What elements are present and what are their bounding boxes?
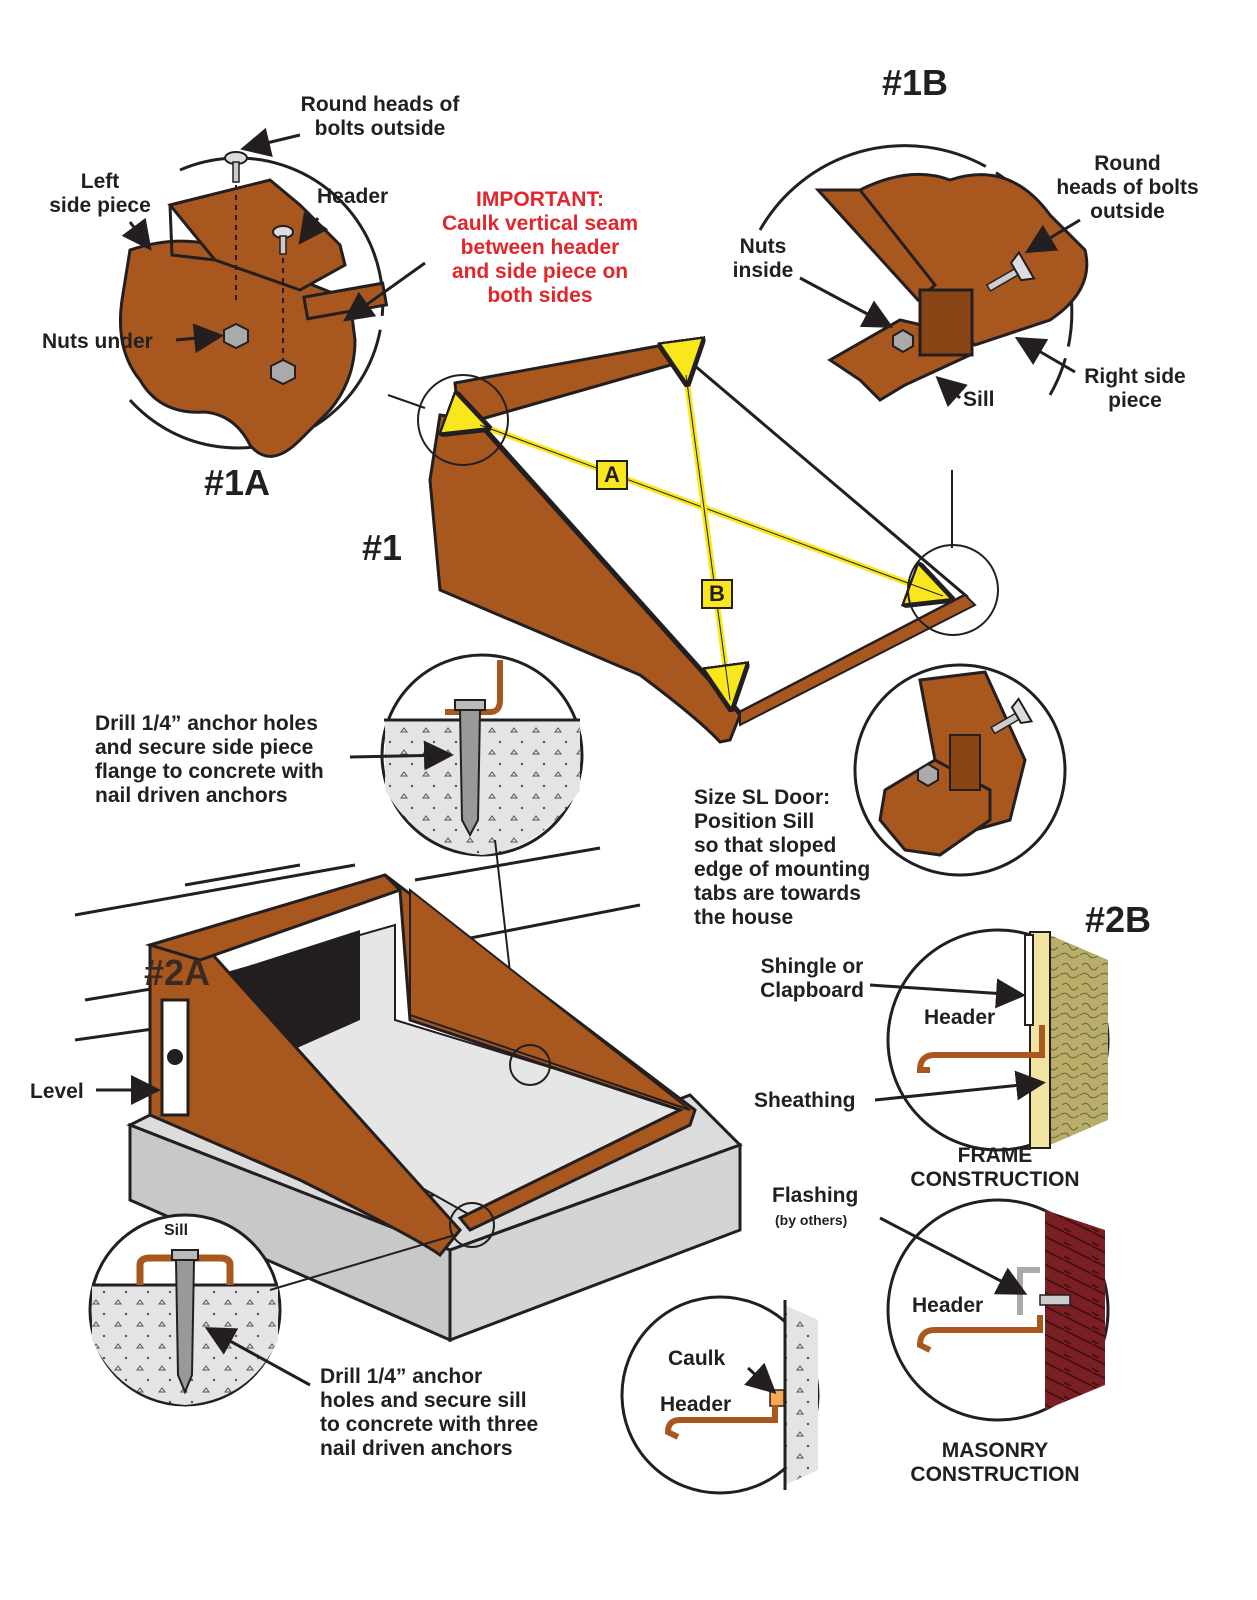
assembly-2a xyxy=(74,846,743,1343)
nuts-under-label: Nuts under xyxy=(42,330,153,353)
bolt-icon xyxy=(272,225,294,255)
sheathing-label: Sheathing xyxy=(754,1089,856,1112)
figure-2b-label: #2B xyxy=(1085,899,1152,940)
frame-construction-detail xyxy=(869,928,1110,1152)
figure-2a-label: #2A xyxy=(144,952,211,993)
right-side-piece-shape xyxy=(848,172,1089,347)
by-others-label: (by others) xyxy=(775,1212,848,1228)
sill-anchor-detail xyxy=(88,1213,456,1407)
nut-icon xyxy=(270,358,296,386)
header-1a-label: Header xyxy=(317,185,389,208)
sill-detail xyxy=(853,663,1067,877)
header-caulk-label: Header xyxy=(660,1393,732,1416)
detail-1a xyxy=(118,127,426,458)
sill-bottom-label: Sill xyxy=(164,1222,189,1239)
header-masonry-label: Header xyxy=(912,1294,984,1317)
anchor-icon xyxy=(454,699,486,838)
figure-1b-label: #1B xyxy=(882,62,949,103)
level-label: Level xyxy=(30,1080,84,1103)
level-icon xyxy=(160,998,190,1117)
bolt-icon xyxy=(224,151,248,183)
masonry-construction-detail xyxy=(879,1198,1110,1422)
anchor-icon xyxy=(171,1249,199,1395)
figure-1a-label: #1A xyxy=(204,462,271,503)
left-side-2a xyxy=(148,933,462,1258)
header-frame-label: Header xyxy=(924,1006,996,1029)
header-flange-shape xyxy=(167,178,347,292)
bolt-icon xyxy=(985,250,1036,292)
nut-icon xyxy=(223,322,249,350)
sill-1b-label: Sill xyxy=(963,388,995,411)
caulk-label: Caulk xyxy=(668,1347,726,1370)
nut-icon xyxy=(917,762,939,788)
assembly-1 xyxy=(417,342,999,744)
caulk-detail xyxy=(620,1295,820,1495)
nut-icon xyxy=(892,328,914,354)
diagonal-a-label: A xyxy=(596,460,628,490)
flashing-label: Flashing xyxy=(772,1184,859,1207)
diagonal-b-label: B xyxy=(701,579,733,609)
detail-1b xyxy=(758,144,1089,548)
bolt-icon xyxy=(990,697,1034,735)
figure-1-label: #1 xyxy=(362,527,403,568)
